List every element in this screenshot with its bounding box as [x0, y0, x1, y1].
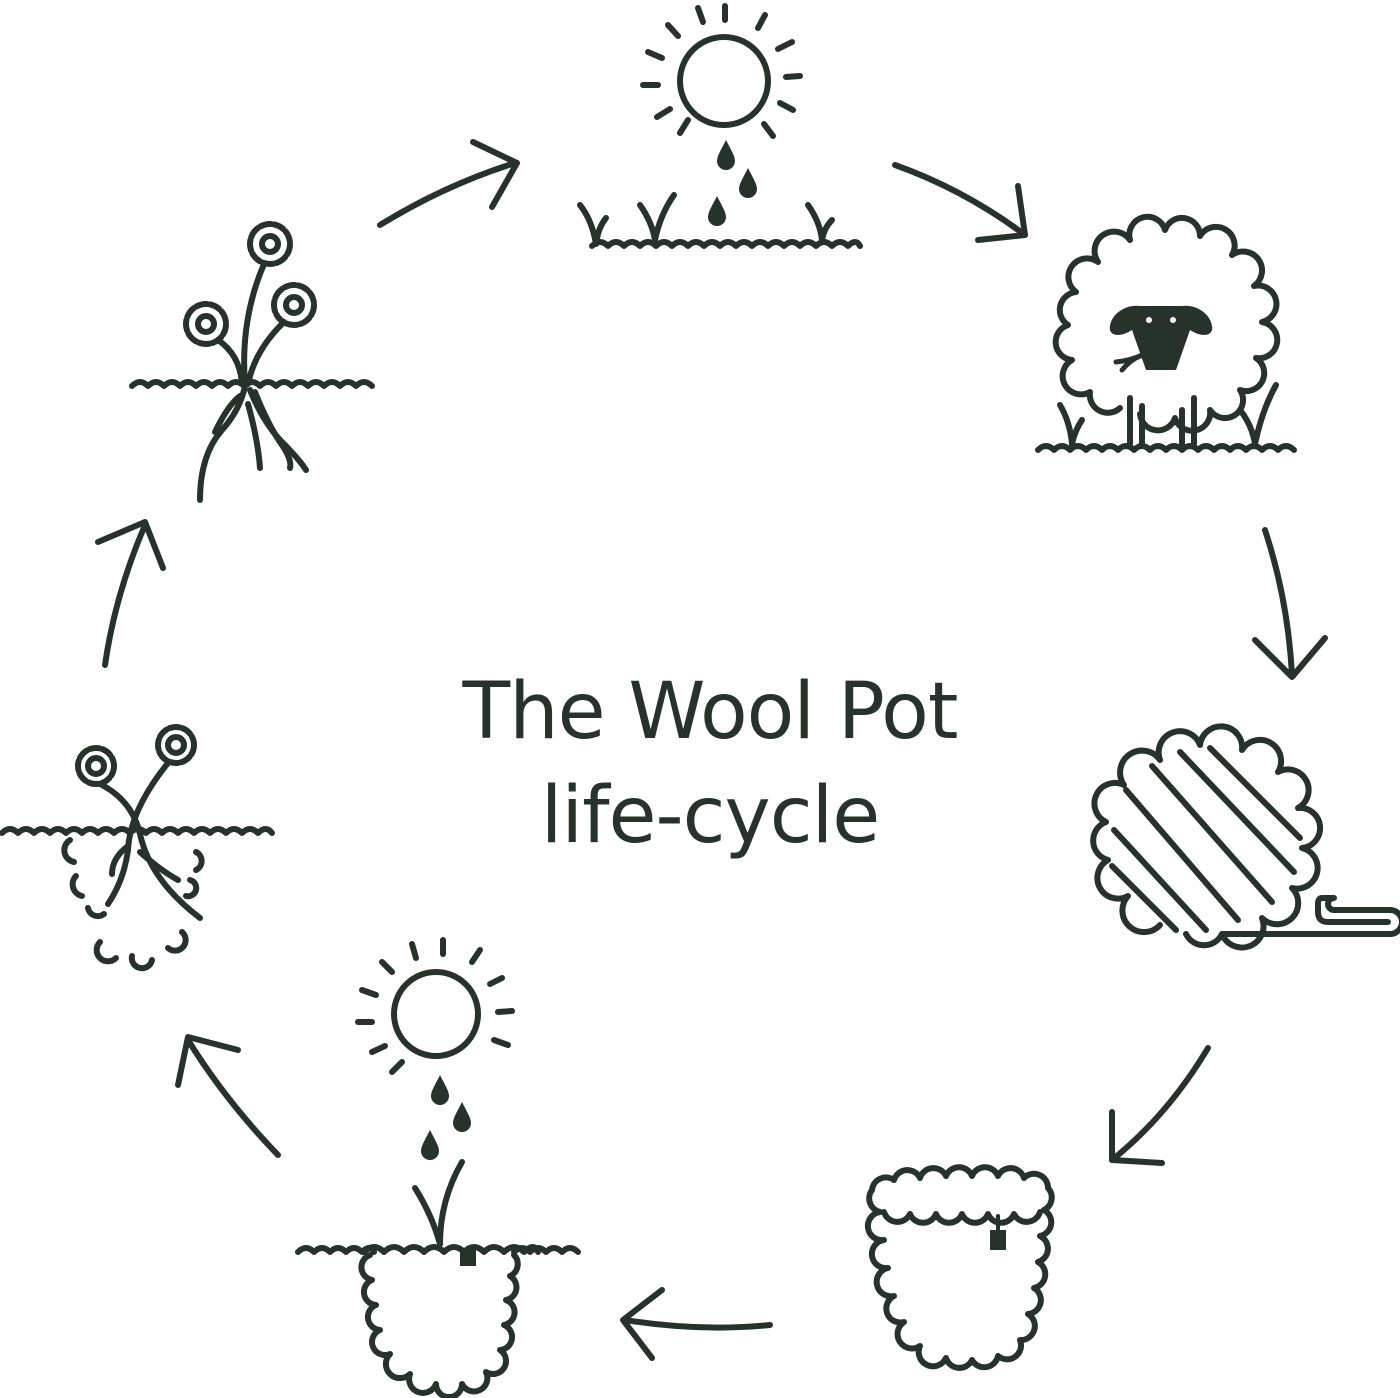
sun-rays	[640, 3, 803, 139]
planted-pot-tag	[460, 1250, 476, 1266]
yarn-outline	[1090, 723, 1324, 951]
wool-pot-icon	[864, 1164, 1055, 1371]
arrow-flowering-to-grass	[377, 139, 520, 228]
rain-drops	[708, 140, 757, 226]
sheep-legs	[1127, 395, 1197, 447]
flower-top	[247, 221, 293, 267]
grass-blades	[577, 192, 835, 247]
decomp-flower-left	[75, 745, 117, 787]
flowering-plant-icon	[129, 221, 375, 503]
arrow-yarn-to-pot	[1109, 1045, 1211, 1166]
arrow-grass-to-sheep	[892, 162, 1028, 243]
diagram-title: The Wool Pot life-cycle	[330, 660, 1090, 868]
sun-rain-grass-icon	[577, 3, 863, 249]
sheep-ground	[1035, 443, 1297, 453]
flower-right	[271, 282, 317, 328]
flower-soil-line	[129, 379, 375, 389]
arrow-sheep-to-yarn	[1252, 527, 1328, 680]
rain-drops-2	[421, 1075, 471, 1160]
sun-icon-2	[391, 969, 481, 1059]
wool-pot-rim	[866, 1164, 1055, 1215]
flower-stems	[215, 261, 287, 387]
wool-pot-body	[864, 1207, 1055, 1371]
planted-pot-body	[358, 1252, 521, 1398]
sun-icon	[677, 34, 771, 128]
sheep-icon	[1035, 213, 1297, 453]
seedling-stem	[437, 1159, 465, 1247]
decomp-pot-fragments	[61, 837, 205, 972]
title-line-1: The Wool Pot	[462, 667, 959, 757]
decomp-flower-right	[155, 724, 197, 766]
title-line-2: life-cycle	[540, 771, 881, 861]
arrow-decomposing-to-flowering	[95, 519, 166, 668]
flower-roots	[197, 383, 309, 503]
decomposing-pot-icon	[0, 724, 275, 972]
yarn-thread	[1219, 895, 1400, 937]
planted-pot-icon	[295, 937, 581, 1398]
flower-left	[183, 301, 229, 347]
sheep-fleece	[1052, 213, 1281, 434]
wool-pot-label-tag	[990, 1230, 1006, 1250]
yarn-ball-icon	[1090, 723, 1400, 951]
yarn-strands	[1109, 745, 1303, 933]
sheep-face	[1109, 305, 1213, 370]
ground-line	[589, 239, 863, 249]
sun-rays-2	[355, 937, 515, 1075]
arrow-planted-to-decomposing	[175, 1034, 281, 1158]
planted-pot-rim	[361, 1244, 541, 1255]
arrow-pot-to-planted	[620, 1287, 773, 1361]
sheep-grass-blades	[1057, 382, 1279, 447]
